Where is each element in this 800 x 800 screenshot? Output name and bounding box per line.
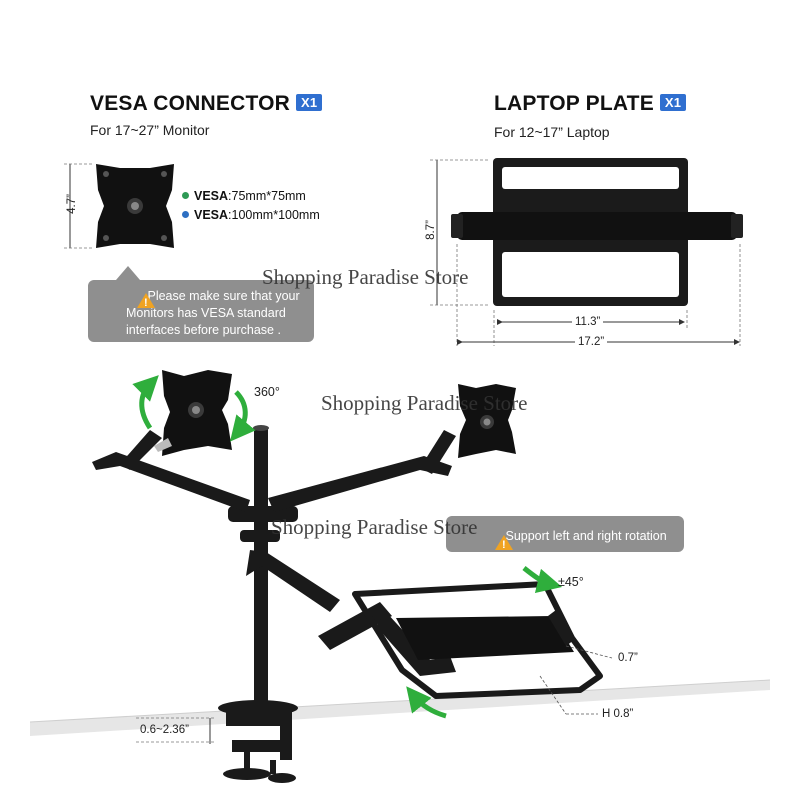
right-monitor-arm	[268, 384, 516, 512]
laptop-arm	[246, 550, 456, 676]
laptop-plate-subtitle: For 12~17” Laptop	[494, 124, 610, 140]
rotation-notice-box: Support left and right rotation	[446, 516, 684, 554]
notice-pointer	[116, 266, 140, 280]
plate-thickness-label: 0.7”	[618, 652, 638, 664]
left-monitor-arm	[92, 370, 250, 512]
rotation-label: 360°	[254, 385, 280, 399]
desk-surface	[30, 680, 770, 736]
store-watermark: Shopping Paradise Store	[321, 391, 528, 415]
vesa-notice-box: Please make sure that your Monitors has …	[88, 280, 314, 342]
vesa-spec-100: VESA:100mm*100mm	[182, 208, 320, 222]
rotation-warning-icon	[495, 535, 513, 554]
tilt-label: ±45°	[558, 575, 584, 589]
vesa-connector-subtitle: For 17~27” Monitor	[90, 122, 210, 138]
laptop-plate-image	[451, 158, 743, 306]
laptop-outer-width-label: 17.2”	[575, 336, 608, 348]
rotate-left-arrow-icon	[132, 375, 159, 430]
swivel-arrow-icon	[406, 686, 447, 719]
green-dot-icon	[182, 192, 189, 199]
vesa-spec-75: VESA:75mm*75mm	[182, 189, 306, 203]
store-watermark: Shopping Paradise Store	[262, 265, 469, 289]
vesa-quantity-badge: X1	[296, 94, 323, 111]
clamp-range-label: 0.6~2.36”	[140, 724, 189, 736]
vesa-height-dim-label: 4.7”	[65, 194, 78, 214]
blue-dot-icon	[182, 211, 189, 218]
plate-height-label: H 0.8”	[602, 708, 634, 720]
mount-pole	[218, 425, 298, 783]
rotate-right-arrow-icon	[230, 390, 256, 442]
laptop-height-dim-label: 8.7”	[424, 220, 437, 240]
store-watermark: Shopping Paradise Store	[271, 515, 478, 539]
laptop-inner-width-label: 11.3”	[572, 316, 604, 328]
vesa-plate-image	[96, 164, 174, 248]
warning-icon	[137, 293, 155, 312]
laptop-quantity-badge: X1	[659, 94, 687, 111]
tilt-arrow-icon	[522, 566, 563, 594]
